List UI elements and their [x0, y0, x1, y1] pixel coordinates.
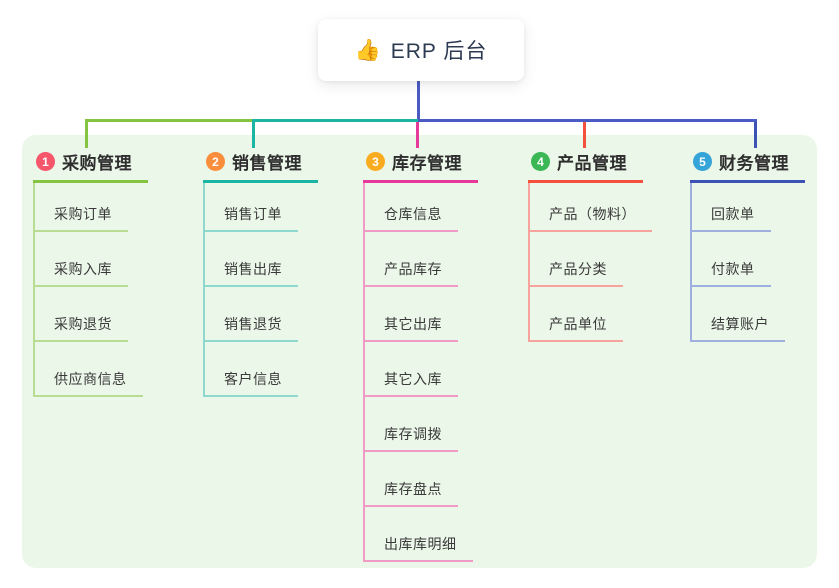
number-badge-3: 3 — [366, 152, 385, 171]
leaf-node[interactable]: 付款单 — [690, 259, 771, 287]
branch-sales: 2 销售管理 销售订单 销售出库 销售退货 客户信息 — [203, 149, 318, 397]
number-badge-5: 5 — [693, 152, 712, 171]
leaf-node[interactable]: 供应商信息 — [33, 369, 143, 397]
branch-items: 采购订单 采购入库 采购退货 供应商信息 — [33, 183, 148, 397]
branch-node-inventory[interactable]: 3 库存管理 — [363, 149, 478, 183]
bus-line-segment-indigo — [418, 119, 757, 122]
branch-items: 回款单 付款单 结算账户 — [690, 183, 805, 342]
leaf-node[interactable]: 其它入库 — [363, 369, 458, 397]
branch-finance: 5 财务管理 回款单 付款单 结算账户 — [690, 149, 805, 342]
branch-items: 仓库信息 产品库存 其它出库 其它入库 库存调拨 库存盘点 出库库明细 — [363, 183, 478, 562]
root-node-erp-backend[interactable]: 👍 ERP 后台 — [318, 19, 524, 81]
number-badge-1: 1 — [36, 152, 55, 171]
leaf-node[interactable]: 销售出库 — [203, 259, 298, 287]
branch-node-sales[interactable]: 2 销售管理 — [203, 149, 318, 183]
leaf-node[interactable]: 出库库明细 — [363, 534, 473, 562]
leaf-node[interactable]: 采购入库 — [33, 259, 128, 287]
leaf-node[interactable]: 产品分类 — [528, 259, 623, 287]
leaf-node[interactable]: 回款单 — [690, 204, 771, 232]
leaf-node[interactable]: 产品单位 — [528, 314, 623, 342]
number-badge-4: 4 — [531, 152, 550, 171]
branch-title: 销售管理 — [232, 154, 302, 173]
leaf-node[interactable]: 产品库存 — [363, 259, 458, 287]
branch-purchase: 1 采购管理 采购订单 采购入库 采购退货 供应商信息 — [33, 149, 148, 397]
root-node-label: ERP 后台 — [390, 40, 488, 63]
branch-drop-line-4 — [583, 122, 586, 148]
leaf-node[interactable]: 销售退货 — [203, 314, 298, 342]
branch-drop-line-3 — [416, 122, 419, 148]
bus-line-segment-green — [85, 119, 252, 122]
leaf-node[interactable]: 产品（物料） — [528, 204, 652, 232]
branch-product: 4 产品管理 产品（物料） 产品分类 产品单位 — [528, 149, 652, 342]
root-connector-line — [417, 81, 420, 120]
leaf-node[interactable]: 客户信息 — [203, 369, 298, 397]
leaf-node[interactable]: 库存调拨 — [363, 424, 458, 452]
branch-title: 产品管理 — [557, 154, 627, 173]
branch-node-purchase[interactable]: 1 采购管理 — [33, 149, 148, 183]
branch-drop-line-5 — [754, 122, 757, 148]
branch-title: 库存管理 — [392, 154, 462, 173]
branch-node-product[interactable]: 4 产品管理 — [528, 149, 643, 183]
thumbs-up-icon: 👍 — [354, 38, 382, 62]
branch-items: 销售订单 销售出库 销售退货 客户信息 — [203, 183, 318, 397]
branch-inventory: 3 库存管理 仓库信息 产品库存 其它出库 其它入库 库存调拨 库存盘点 出库库… — [363, 149, 478, 562]
leaf-node[interactable]: 销售订单 — [203, 204, 298, 232]
leaf-node[interactable]: 库存盘点 — [363, 479, 458, 507]
branch-items: 产品（物料） 产品分类 产品单位 — [528, 183, 652, 342]
bus-line-segment-teal — [252, 119, 418, 122]
leaf-node[interactable]: 结算账户 — [690, 314, 785, 342]
leaf-node[interactable]: 其它出库 — [363, 314, 458, 342]
number-badge-2: 2 — [206, 152, 225, 171]
leaf-node[interactable]: 采购订单 — [33, 204, 128, 232]
branch-drop-line-1 — [85, 122, 88, 148]
leaf-node[interactable]: 仓库信息 — [363, 204, 458, 232]
branch-title: 采购管理 — [62, 154, 132, 173]
leaf-node[interactable]: 采购退货 — [33, 314, 128, 342]
branch-drop-line-2 — [252, 122, 255, 148]
branch-title: 财务管理 — [719, 154, 789, 173]
branch-node-finance[interactable]: 5 财务管理 — [690, 149, 805, 183]
branches-background-panel — [22, 135, 817, 568]
